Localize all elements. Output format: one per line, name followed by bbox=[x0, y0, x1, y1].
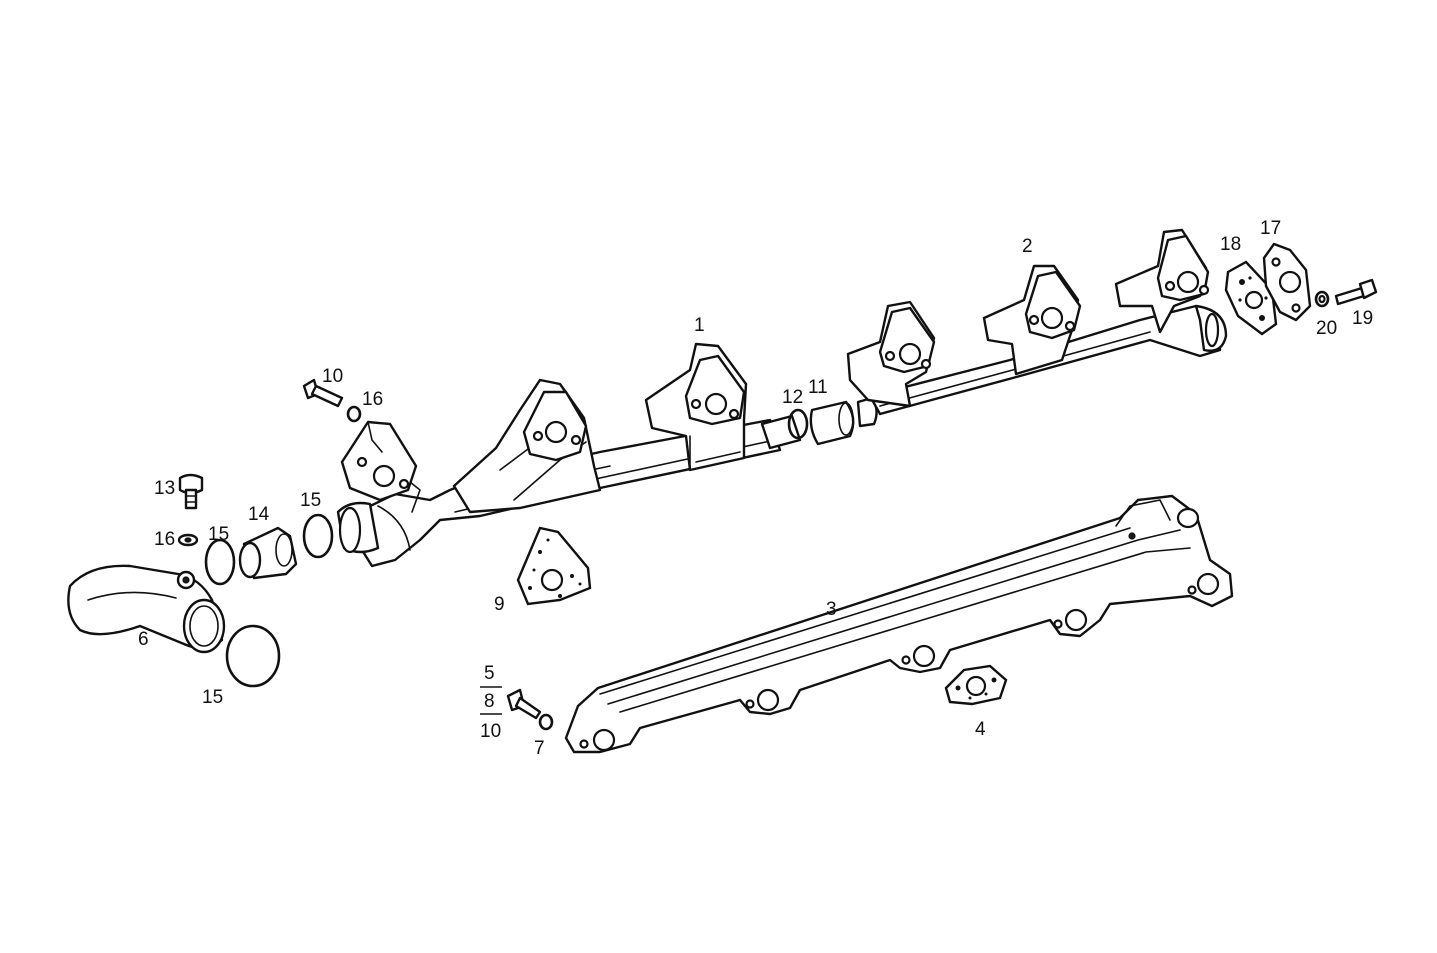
manifold-flange-bracket bbox=[452, 378, 602, 514]
manifold-flange-bracket bbox=[1114, 228, 1210, 334]
exhaust-manifold-rail bbox=[564, 494, 1234, 754]
callout-label-20: 20 bbox=[1316, 318, 1337, 339]
callout-label-5: 5 bbox=[484, 663, 495, 684]
callout-label-14: 14 bbox=[248, 504, 270, 525]
callout-label-4: 4 bbox=[975, 719, 986, 740]
washer bbox=[1314, 290, 1330, 308]
callout-label-15: 15 bbox=[208, 524, 229, 545]
bolt bbox=[1334, 278, 1378, 306]
gasket bbox=[516, 526, 592, 606]
washer bbox=[177, 533, 199, 547]
elbow-outlet bbox=[67, 564, 226, 654]
o-ring bbox=[204, 538, 236, 586]
callout-label-19: 19 bbox=[1352, 308, 1373, 329]
callout-label-2: 2 bbox=[1022, 236, 1033, 257]
callout-label-3: 3 bbox=[826, 599, 837, 620]
manifold-flange-bracket bbox=[644, 342, 748, 472]
gasket bbox=[944, 664, 1008, 706]
washer bbox=[346, 405, 362, 423]
callout-labels: 1 2 3 4 5 8 10 7 6 9 10 11 12 13 14 15 1… bbox=[138, 218, 1373, 759]
o-ring bbox=[225, 624, 281, 688]
callout-label-10: 10 bbox=[322, 366, 343, 387]
manifold-flange-bracket bbox=[982, 264, 1082, 376]
callout-label-6: 6 bbox=[138, 629, 149, 650]
callout-label-18: 18 bbox=[1220, 234, 1241, 255]
bolt bbox=[178, 473, 204, 510]
callout-label-15: 15 bbox=[202, 687, 223, 708]
manifold-flange-bracket bbox=[340, 420, 418, 502]
bolt bbox=[302, 378, 344, 408]
callout-label-9: 9 bbox=[494, 594, 505, 615]
sleeve-coupling bbox=[238, 526, 298, 580]
bolt bbox=[506, 688, 542, 720]
callout-label-8: 8 bbox=[484, 691, 495, 712]
callout-label-7: 7 bbox=[534, 738, 545, 759]
callout-label-15: 15 bbox=[300, 490, 321, 511]
callout-label-13: 13 bbox=[154, 478, 175, 499]
connector-pipe bbox=[760, 396, 878, 450]
washer bbox=[538, 713, 554, 731]
callout-label-10: 10 bbox=[480, 721, 501, 742]
gasket bbox=[1224, 260, 1278, 336]
callout-label-17: 17 bbox=[1260, 218, 1281, 239]
callout-label-16: 16 bbox=[362, 389, 383, 410]
o-ring bbox=[302, 513, 334, 559]
sleeve-coupling bbox=[809, 400, 855, 446]
o-ring bbox=[787, 408, 809, 440]
callout-label-11: 11 bbox=[808, 377, 828, 398]
callout-label-16: 16 bbox=[154, 529, 175, 550]
callout-label-1: 1 bbox=[694, 315, 705, 336]
callout-label-12: 12 bbox=[782, 387, 803, 408]
manifold-flange-bracket bbox=[846, 300, 936, 408]
end-cover-plate bbox=[1262, 242, 1312, 322]
